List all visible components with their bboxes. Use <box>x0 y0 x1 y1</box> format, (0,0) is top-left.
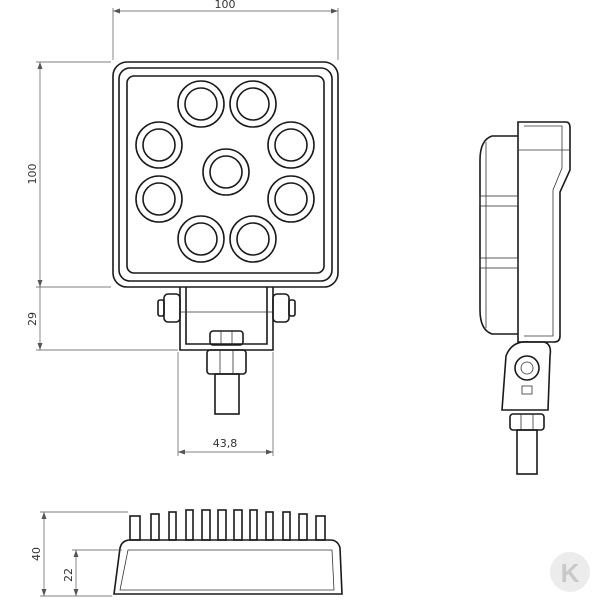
lens-frame <box>126 75 325 274</box>
front-dimensions: 100 100 29 43,8 <box>26 0 339 456</box>
housing-inner <box>118 67 333 282</box>
dim-height-front: 100 <box>26 164 39 185</box>
side-view <box>479 121 571 475</box>
mounting-bracket <box>157 287 296 351</box>
led-4 <box>267 121 315 169</box>
led-6 <box>135 175 183 223</box>
bottom-dimensions: 40 22 <box>30 511 128 597</box>
mounting-bolt <box>206 330 247 415</box>
led-array <box>135 80 315 263</box>
led-3 <box>135 121 183 169</box>
dim-bracket-height: 29 <box>26 312 39 326</box>
housing-outer <box>112 61 339 288</box>
dim-depth-base: 22 <box>62 568 75 582</box>
front-view <box>112 61 339 415</box>
dim-bolt-width: 43,8 <box>213 437 238 450</box>
logo-glyph: K <box>561 558 580 588</box>
bottom-view <box>113 509 343 595</box>
led-5 <box>202 148 250 196</box>
led-9 <box>229 215 277 263</box>
dim-depth-total: 40 <box>30 547 43 561</box>
led-8 <box>177 215 225 263</box>
led-2 <box>229 80 277 128</box>
dim-width-top: 100 <box>215 0 236 11</box>
brand-logo: K <box>550 552 590 592</box>
led-1 <box>177 80 225 128</box>
cooling-fins <box>129 509 326 541</box>
led-7 <box>267 175 315 223</box>
